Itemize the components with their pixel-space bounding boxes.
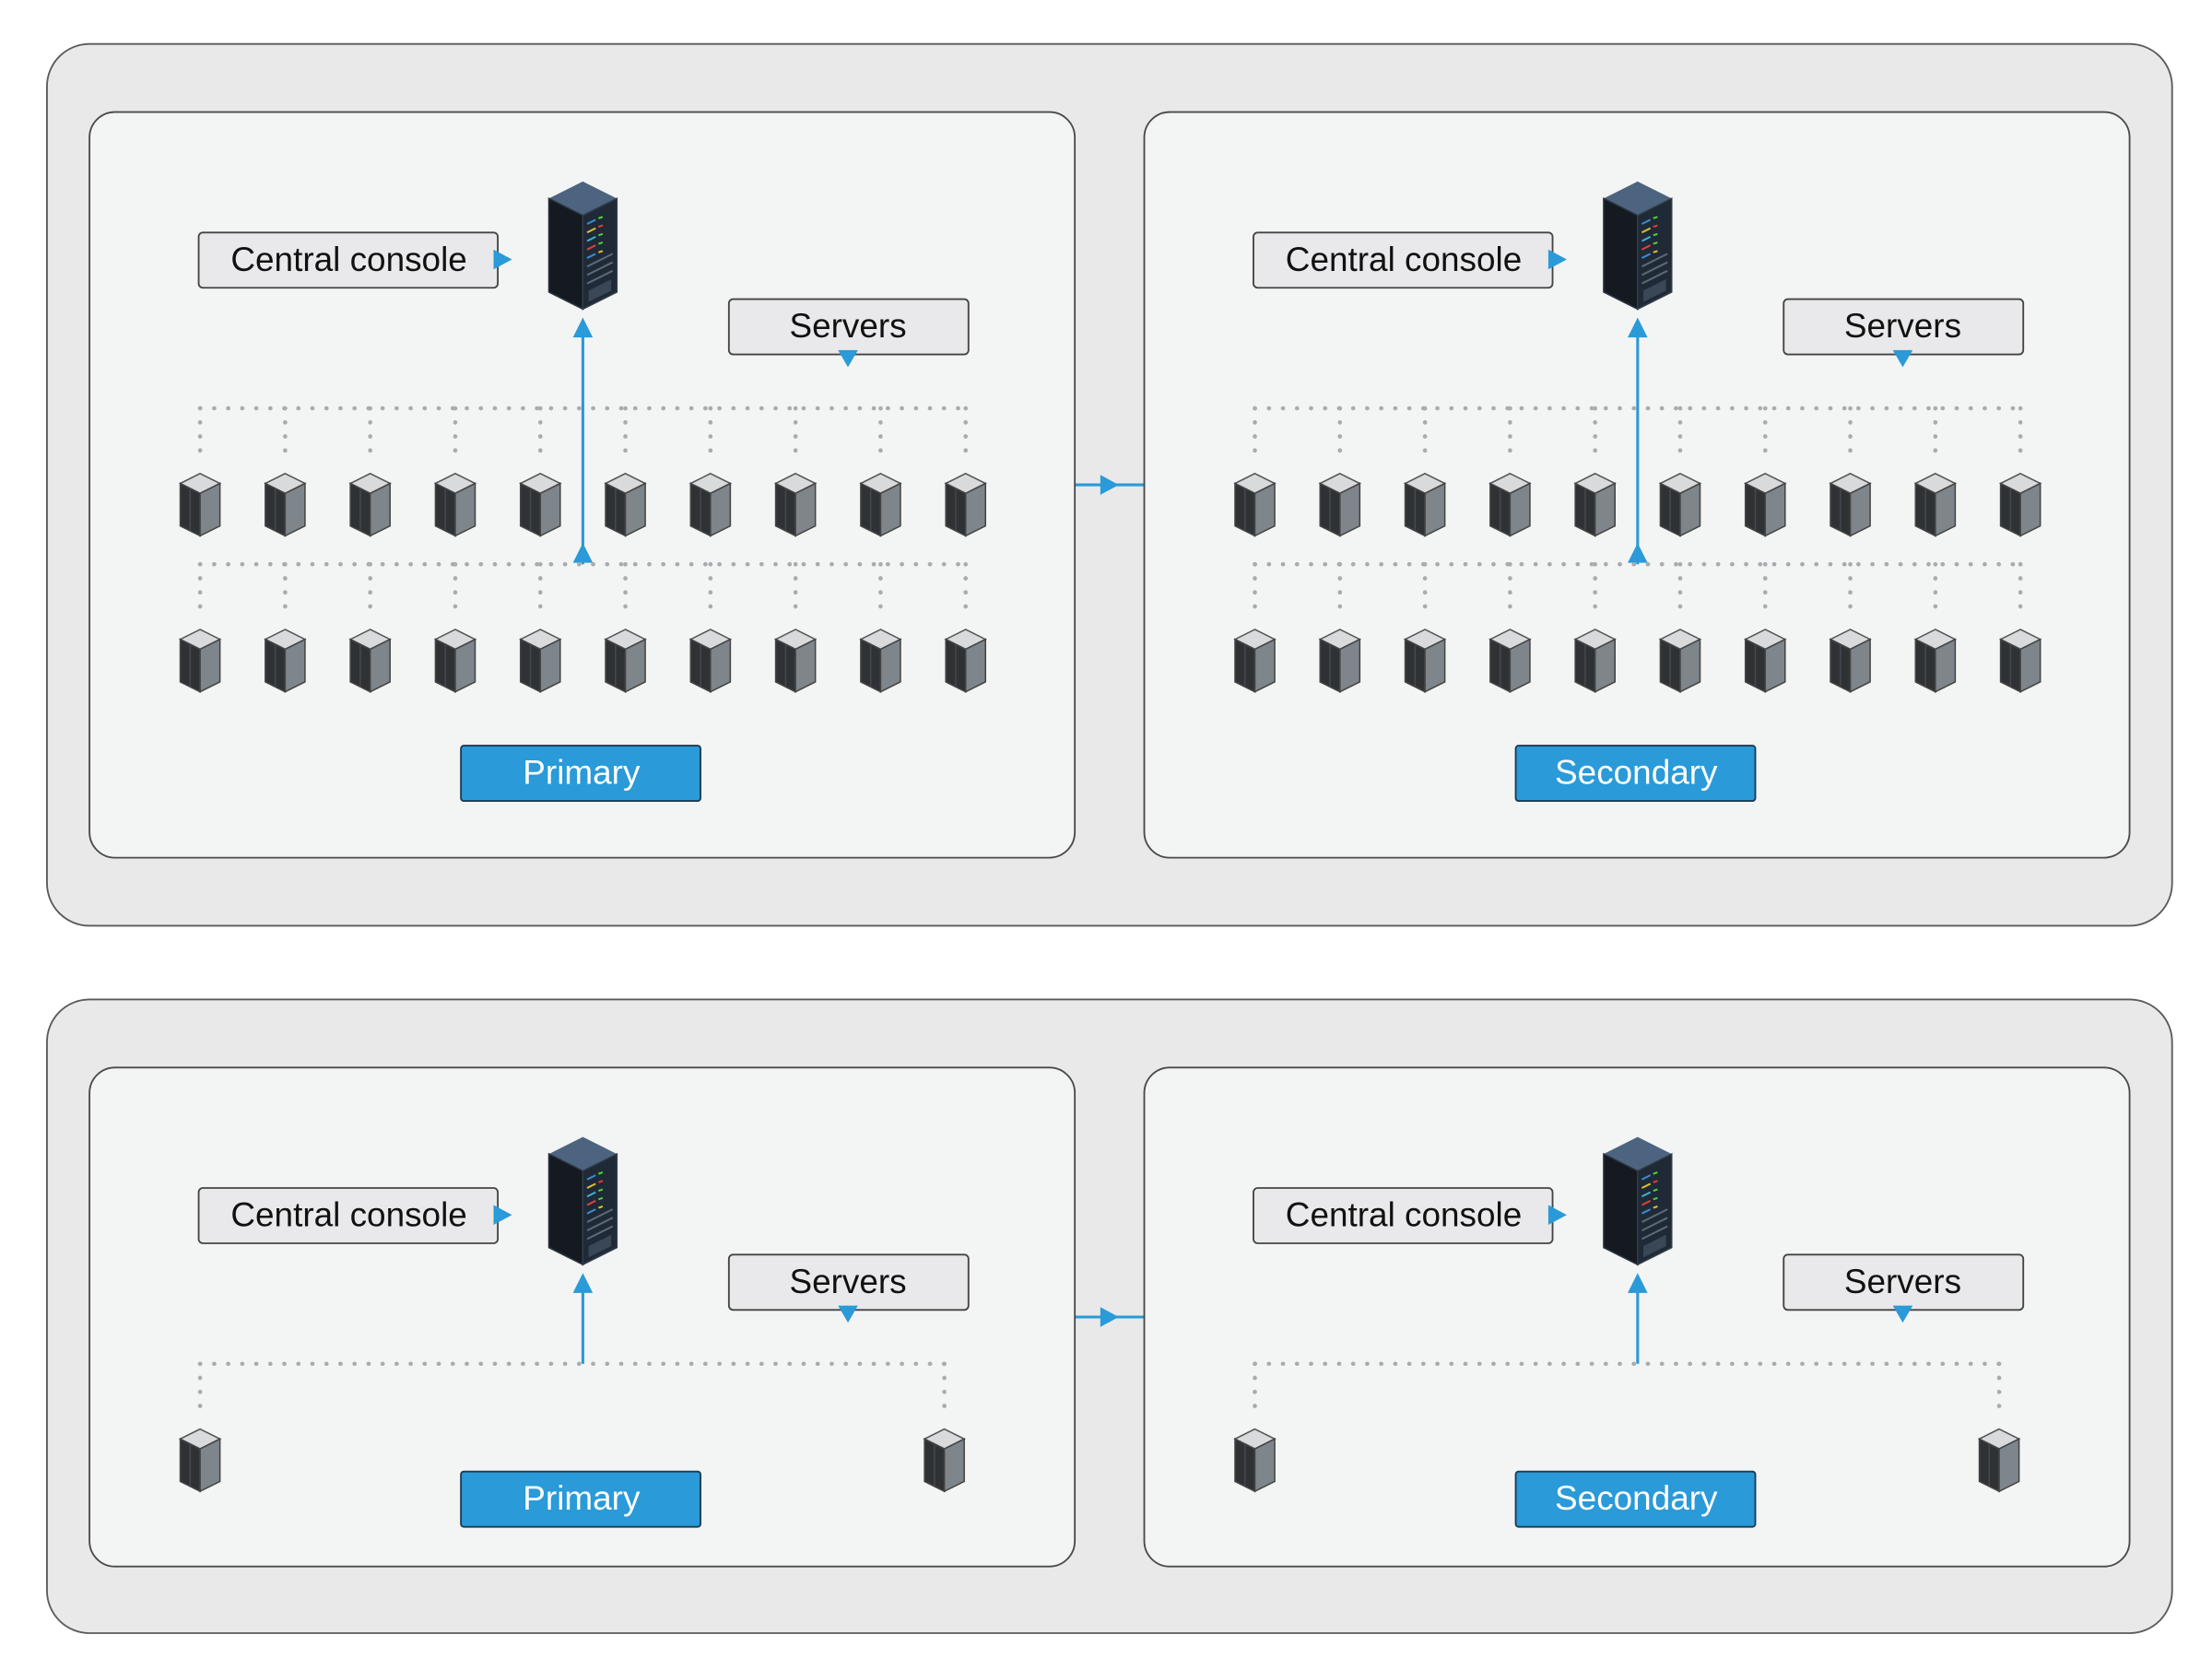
arrow-head-icon [838, 1305, 858, 1323]
server-icon [1574, 629, 1616, 693]
server-icon [434, 472, 477, 537]
arrow-head-icon [838, 349, 858, 368]
server-icon [1574, 472, 1616, 537]
server-icon [434, 629, 477, 693]
site-label-box [460, 745, 701, 803]
server-icon [1319, 629, 1361, 693]
server-icon [774, 472, 817, 537]
server-icon [689, 472, 732, 537]
arrow-head-icon [1892, 349, 1913, 368]
console-label: Central console [230, 241, 466, 278]
server-icon [860, 629, 901, 693]
site-label: Secondary [1555, 754, 1718, 792]
server-icon [1744, 629, 1786, 693]
site-label-box [460, 1470, 701, 1528]
server-icon [1659, 472, 1701, 537]
server-icon [1978, 1428, 2020, 1492]
server-icon [1999, 472, 2041, 537]
arrow-head-icon [572, 1273, 594, 1293]
server-icon [349, 629, 391, 693]
site-label: Secondary [1555, 1479, 1718, 1517]
arrow-head-icon [1547, 1205, 1567, 1226]
servers-label: Servers [1844, 1263, 1961, 1300]
central-console-rack-icon [1602, 180, 1673, 311]
arrow-head-icon [1100, 1307, 1119, 1327]
server-icon [945, 629, 987, 693]
console-label: Central console [1286, 1196, 1522, 1234]
server-icon [1914, 472, 1957, 537]
servers-label: Servers [789, 307, 906, 345]
arrow-head-icon [1628, 317, 1648, 338]
server-icon [1404, 629, 1446, 693]
server-icon [689, 629, 732, 693]
server-icon [774, 629, 817, 693]
servers-label: Servers [1844, 307, 1961, 345]
server-icon [945, 472, 987, 537]
server-icon [519, 472, 561, 537]
server-icon [605, 472, 646, 537]
site-label-box [1514, 1470, 1757, 1528]
arrow-head-icon [1892, 1305, 1913, 1323]
site-label: Primary [523, 1479, 641, 1517]
server-icon [1404, 472, 1446, 537]
server-icon [265, 472, 306, 537]
servers-label: Servers [789, 1263, 906, 1300]
server-icon [349, 472, 391, 537]
arrow-head-icon [572, 317, 594, 338]
arrow-head-icon [572, 543, 594, 563]
server-icon [179, 472, 221, 537]
server-icon [1830, 472, 1871, 537]
server-icon [179, 1428, 221, 1492]
server-icon [179, 629, 221, 693]
server-icon [1489, 472, 1531, 537]
site-label-box [1514, 745, 1757, 803]
arrow-head-icon [493, 249, 512, 270]
server-icon [1830, 629, 1871, 693]
server-icon [1914, 629, 1957, 693]
central-console-rack-icon [1602, 1135, 1673, 1266]
server-icon [924, 1428, 965, 1492]
console-label: Central console [230, 1196, 466, 1234]
server-icon [605, 629, 646, 693]
arrow-head-icon [1100, 475, 1119, 495]
server-icon [1489, 629, 1531, 693]
arrow-head-icon [1628, 1273, 1648, 1293]
server-icon [1319, 472, 1361, 537]
server-icon [1659, 629, 1701, 693]
server-icon [1999, 629, 2041, 693]
arrow-head-icon [493, 1205, 512, 1226]
server-icon [1234, 472, 1276, 537]
server-icon [1744, 472, 1786, 537]
server-icon [860, 472, 901, 537]
central-console-rack-icon [547, 1135, 618, 1266]
central-console-rack-icon [547, 180, 618, 311]
server-icon [1234, 629, 1276, 693]
arrow-head-icon [1628, 543, 1648, 563]
server-icon [519, 629, 561, 693]
arrow-head-icon [1547, 249, 1567, 270]
console-label: Central console [1286, 241, 1522, 278]
server-icon [1234, 1428, 1276, 1492]
site-label: Primary [523, 754, 641, 792]
server-icon [265, 629, 306, 693]
